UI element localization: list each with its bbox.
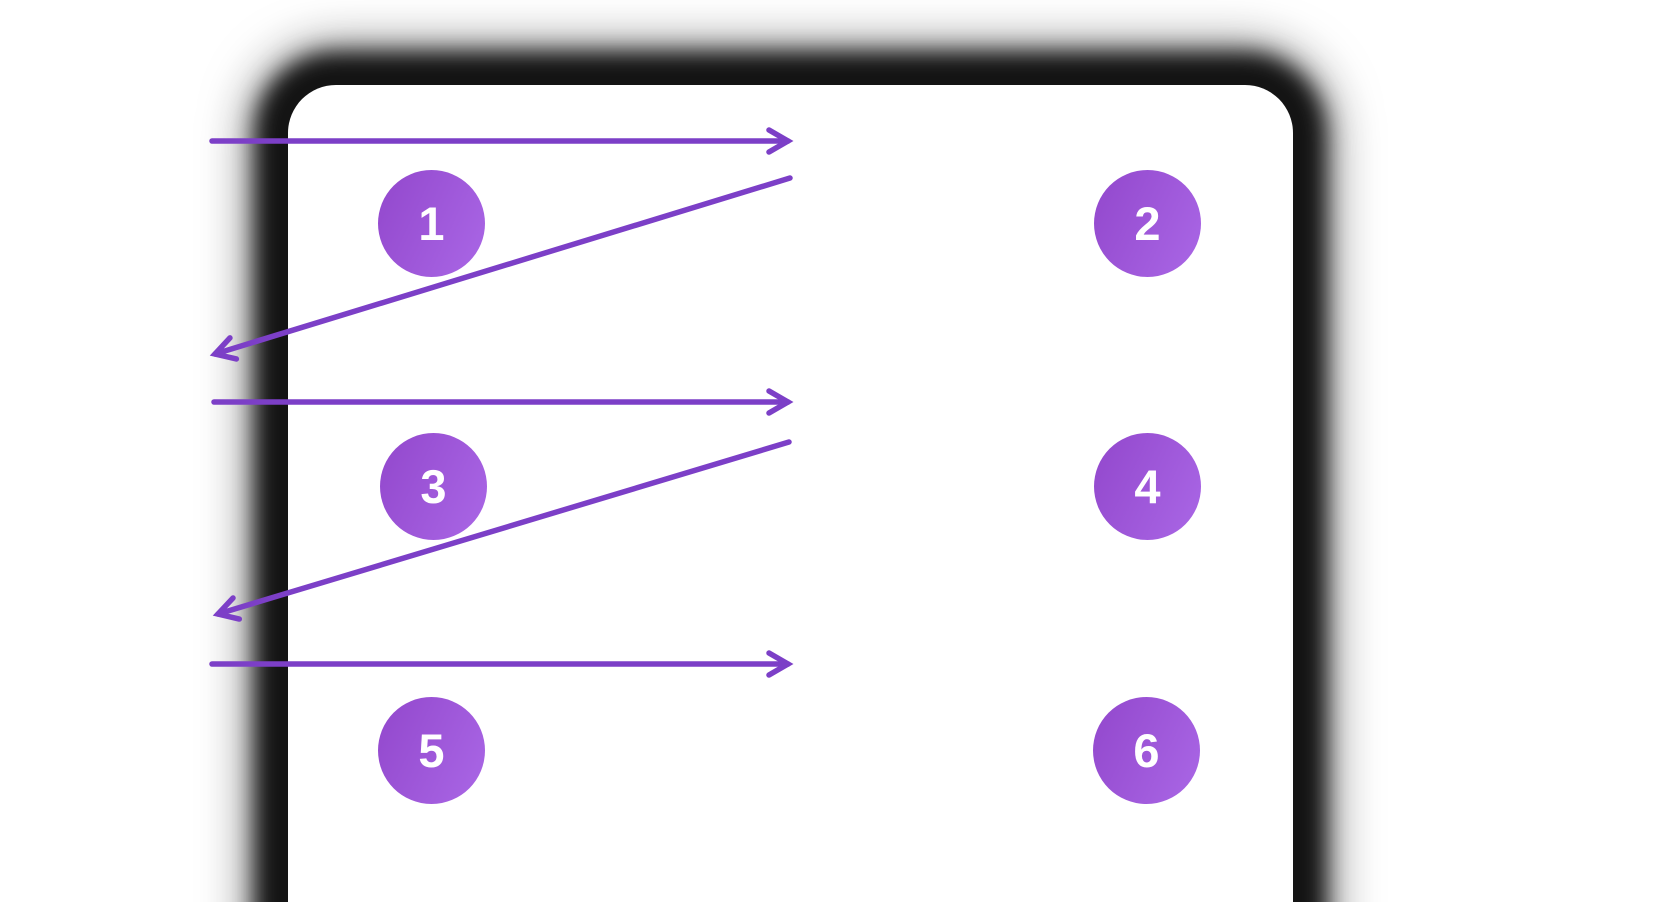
step-number: 2 [1134, 197, 1161, 250]
step-node-3: 3 [380, 433, 487, 540]
arrow-4-to-5 [212, 439, 792, 622]
step-number: 5 [418, 724, 445, 777]
card: 1 2 3 4 5 6 [209, 85, 1293, 902]
step-number: 1 [418, 197, 445, 250]
step-node-5: 5 [378, 697, 485, 804]
arrow-2-to-3 [209, 175, 793, 362]
step-node-4: 4 [1094, 433, 1201, 540]
step-node-1: 1 [378, 170, 485, 277]
step-node-2: 2 [1094, 170, 1201, 277]
step-number: 3 [420, 460, 447, 513]
step-node-6: 6 [1093, 697, 1200, 804]
step-number: 6 [1133, 724, 1160, 777]
step-number: 4 [1134, 460, 1161, 513]
